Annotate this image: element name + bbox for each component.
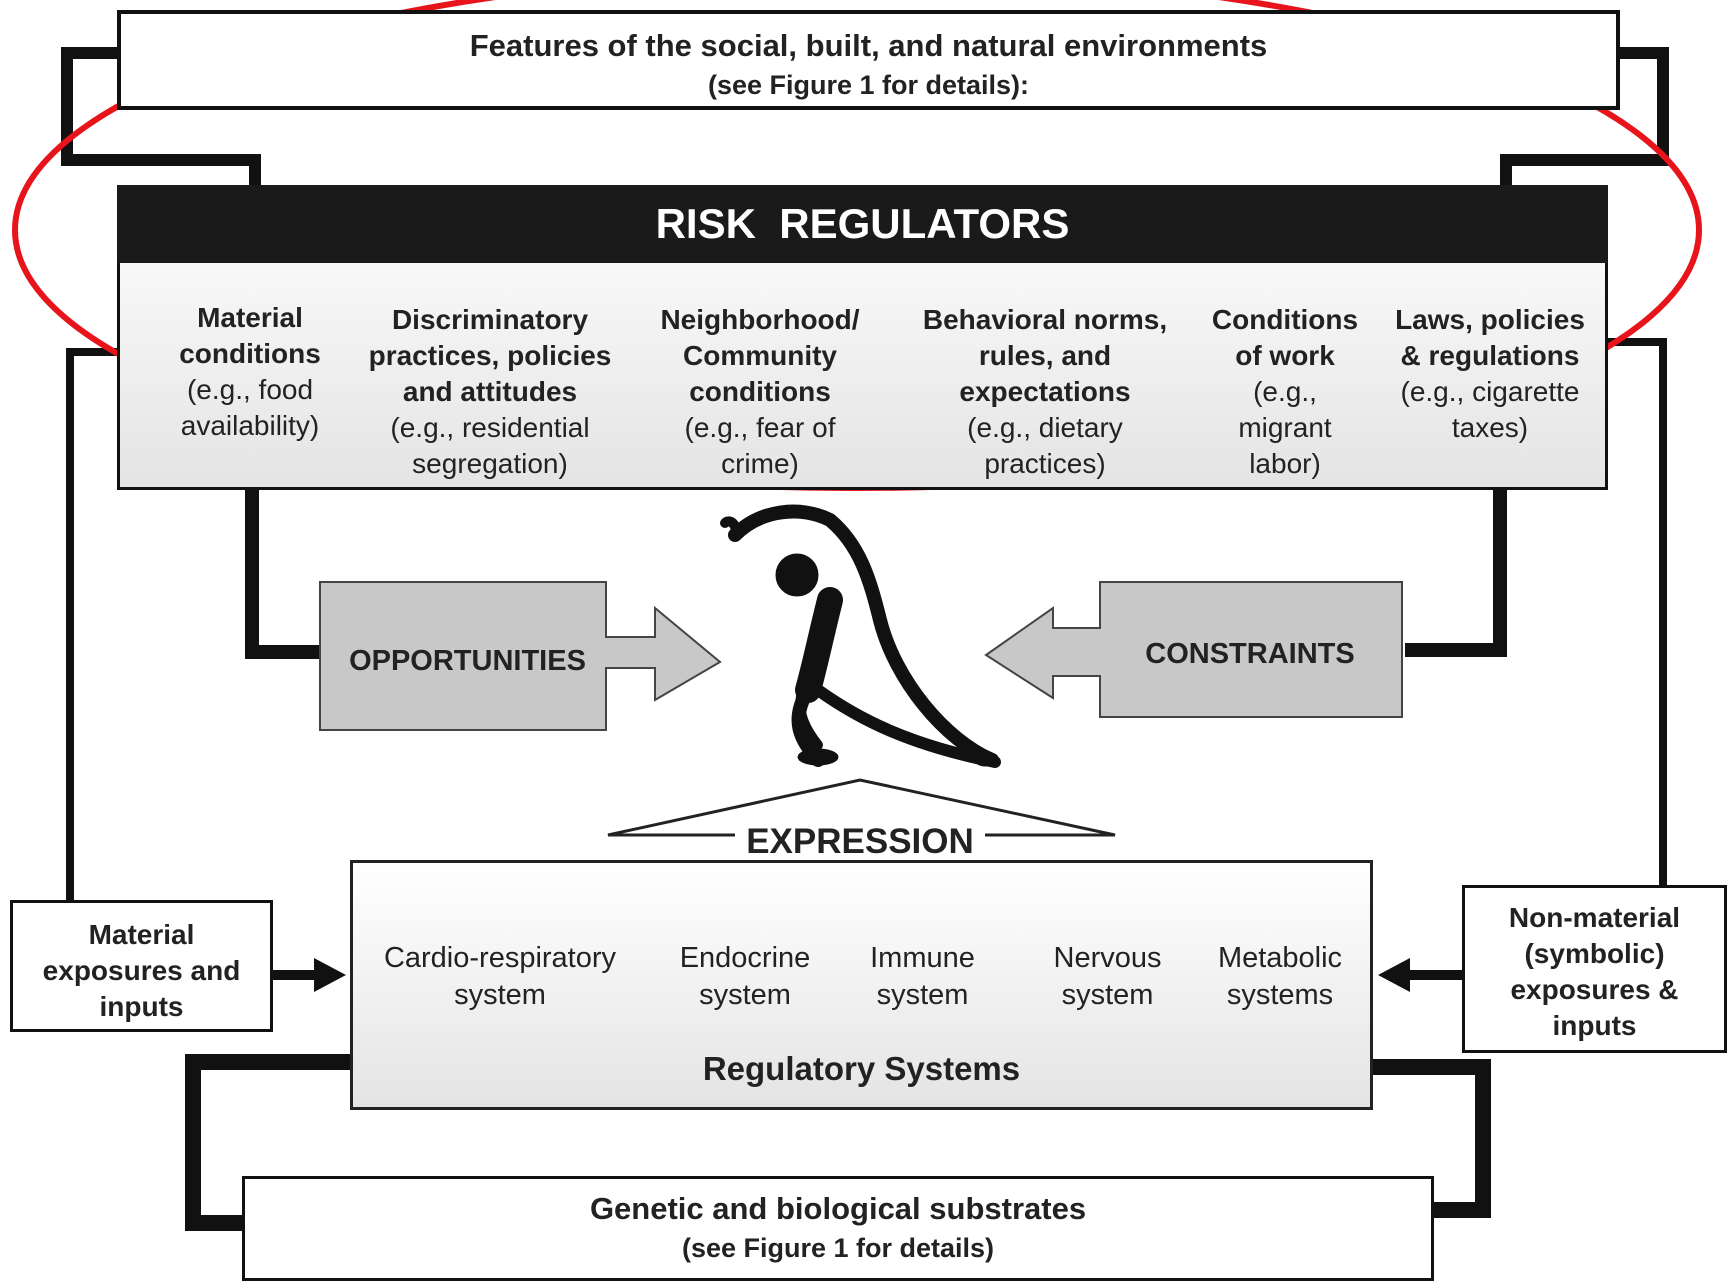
system-immune: Immune system — [850, 940, 995, 1014]
constraints-label: CONSTRAINTS — [1145, 638, 1355, 670]
arrow-nonmaterial-to-regulatory — [1378, 958, 1410, 992]
material-exposures-l2: exposures and — [42, 955, 241, 986]
risk-col-laws-title2: & regulations — [1400, 340, 1580, 371]
risk-col-neighborhood-example2: crime) — [721, 448, 799, 479]
nonmaterial-exposures-l2: (symbolic) — [1524, 938, 1665, 969]
connector-top-left — [61, 47, 261, 190]
risk-col-discriminatory: Discriminatory practices, policies and a… — [345, 302, 635, 482]
arrow-material-to-regulatory — [314, 958, 346, 992]
system-cardio: Cardio-respiratory system — [365, 940, 635, 1014]
genetic-title: Genetic and biological substrates — [589, 1191, 1087, 1226]
nonmaterial-exposures-text: Non-material (symbolic) exposures & inpu… — [1465, 900, 1724, 1044]
system-endocrine-l2: system — [699, 979, 791, 1011]
features-environment-box: Features of the social, built, and natur… — [117, 10, 1620, 110]
risk-col-neighborhood-title: Neighborhood/ — [660, 304, 860, 335]
risk-col-work-example2: migrant — [1238, 412, 1332, 443]
nonmaterial-exposures-l1: Non-material — [1508, 902, 1681, 933]
opportunities-arrow — [319, 581, 722, 731]
risk-col-work-example: (e.g., — [1253, 376, 1317, 407]
risk-col-material-title: Material — [197, 302, 303, 333]
risk-col-material-title2: conditions — [179, 338, 321, 369]
material-exposures-l3: inputs — [99, 991, 184, 1022]
material-exposures-l1: Material — [88, 919, 195, 950]
risk-col-work: Conditions of work (e.g., migrant labor) — [1195, 302, 1375, 482]
system-metabolic-l2: systems — [1226, 979, 1334, 1011]
risk-col-behavioral: Behavioral norms, rules, and expectation… — [900, 302, 1190, 482]
risk-col-behavioral-example2: practices) — [984, 448, 1106, 479]
connector-nonmaterial-to-risk — [1608, 338, 1667, 885]
system-nervous: Nervous system — [1035, 940, 1180, 1014]
risk-col-laws-example: (e.g., cigarette — [1400, 376, 1580, 407]
risk-col-behavioral-title: Behavioral norms, — [922, 304, 1168, 335]
risk-col-neighborhood: Neighborhood/ Community conditions (e.g.… — [640, 302, 880, 482]
connector-top-right — [1500, 47, 1669, 190]
risk-regulators-heading: RISK REGULATORS — [655, 200, 1070, 247]
risk-col-behavioral-title2: rules, and — [978, 340, 1112, 371]
risk-col-neighborhood-title3: conditions — [689, 376, 831, 407]
system-endocrine: Endocrine system — [660, 940, 830, 1014]
material-exposures-box: Material exposures and inputs — [10, 900, 273, 1032]
nonmaterial-exposures-l3: exposures & — [1510, 974, 1679, 1005]
features-subtitle: (see Figure 1 for details): — [707, 70, 1030, 100]
risk-col-work-title: Conditions — [1211, 304, 1359, 335]
risk-col-laws: Laws, policies & regulations (e.g., ciga… — [1380, 302, 1600, 446]
risk-col-work-example3: labor) — [1249, 448, 1321, 479]
risk-col-material-example: (e.g., food — [186, 374, 314, 405]
system-metabolic: Metabolic systems — [1200, 940, 1360, 1014]
risk-regulators-header-bar — [117, 185, 1608, 263]
risk-col-behavioral-title3: expectations — [959, 376, 1131, 407]
system-nervous-l1: Nervous — [1053, 942, 1162, 974]
risk-col-discriminatory-title3: and attitudes — [402, 376, 578, 407]
opportunities-label: OPPORTUNITIES — [349, 645, 586, 677]
risk-col-neighborhood-example: (e.g., fear of — [684, 412, 836, 443]
connector-risk-to-constraints — [1405, 490, 1507, 657]
risk-col-neighborhood-title2: Community — [683, 340, 837, 371]
features-title: Features of the social, built, and natur… — [469, 28, 1268, 63]
connector-risk-to-opportunities — [245, 490, 323, 659]
system-cardio-l2: system — [454, 979, 546, 1011]
stretching-figure-icon — [720, 504, 1001, 768]
system-endocrine-l1: Endocrine — [679, 942, 811, 974]
risk-col-discriminatory-title: Discriminatory — [391, 304, 589, 335]
genetic-substrates-box: Genetic and biological substrates (see F… — [242, 1176, 1434, 1281]
nonmaterial-exposures-box: Non-material (symbolic) exposures & inpu… — [1462, 885, 1727, 1053]
risk-col-behavioral-example: (e.g., dietary — [967, 412, 1123, 443]
system-metabolic-l1: Metabolic — [1217, 942, 1343, 974]
connector-regulatory-genetic-right — [1372, 1059, 1491, 1218]
nonmaterial-exposures-l4: inputs — [1552, 1010, 1637, 1041]
risk-col-discriminatory-example2: segregation) — [412, 448, 568, 479]
regulatory-systems-title: Regulatory Systems — [702, 1050, 1021, 1087]
constraints-arrow — [984, 581, 1403, 718]
risk-col-work-title2: of work — [1235, 340, 1335, 371]
risk-col-material: Material conditions (e.g., food availabi… — [150, 300, 350, 444]
regulatory-systems-box — [350, 860, 1373, 1110]
risk-col-discriminatory-title2: practices, policies — [368, 340, 612, 371]
system-nervous-l2: system — [1061, 979, 1154, 1011]
connector-regulatory-genetic-left — [185, 1054, 352, 1231]
material-exposures-text: Material exposures and inputs — [13, 917, 270, 1025]
expression-label: EXPRESSION — [735, 822, 985, 862]
risk-col-material-example2: availability) — [180, 410, 320, 441]
genetic-subtitle: (see Figure 1 for details) — [681, 1233, 995, 1263]
system-cardio-l1: Cardio-respiratory — [383, 942, 617, 974]
system-immune-l1: Immune — [870, 942, 975, 974]
risk-col-discriminatory-example: (e.g., residential — [390, 412, 590, 443]
risk-col-laws-title: Laws, policies — [1395, 304, 1585, 335]
connector-material-to-risk — [66, 348, 117, 900]
risk-col-laws-example2: taxes) — [1451, 412, 1529, 443]
system-immune-l2: system — [876, 979, 969, 1011]
